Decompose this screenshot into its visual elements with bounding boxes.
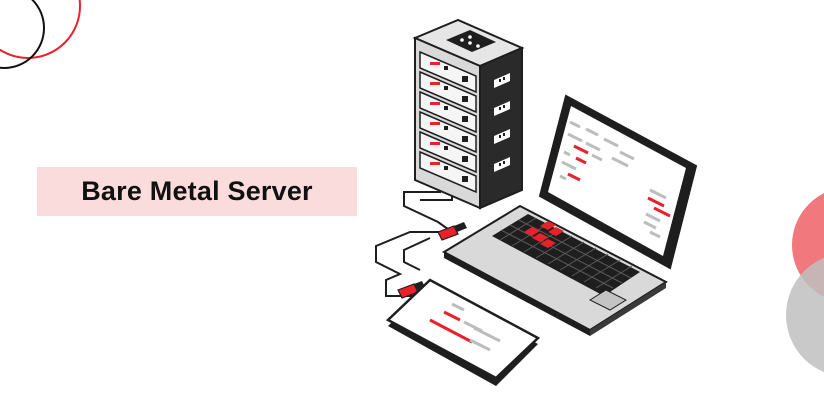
smartphone-icon xyxy=(385,278,541,386)
server-rack-icon xyxy=(412,18,525,210)
decorative-circles-top-left xyxy=(0,0,81,69)
title-highlight: Bare Metal Server xyxy=(37,167,357,216)
page-title: Bare Metal Server xyxy=(81,176,313,206)
laptop-icon xyxy=(441,94,698,336)
decorative-circles-right xyxy=(786,193,824,373)
